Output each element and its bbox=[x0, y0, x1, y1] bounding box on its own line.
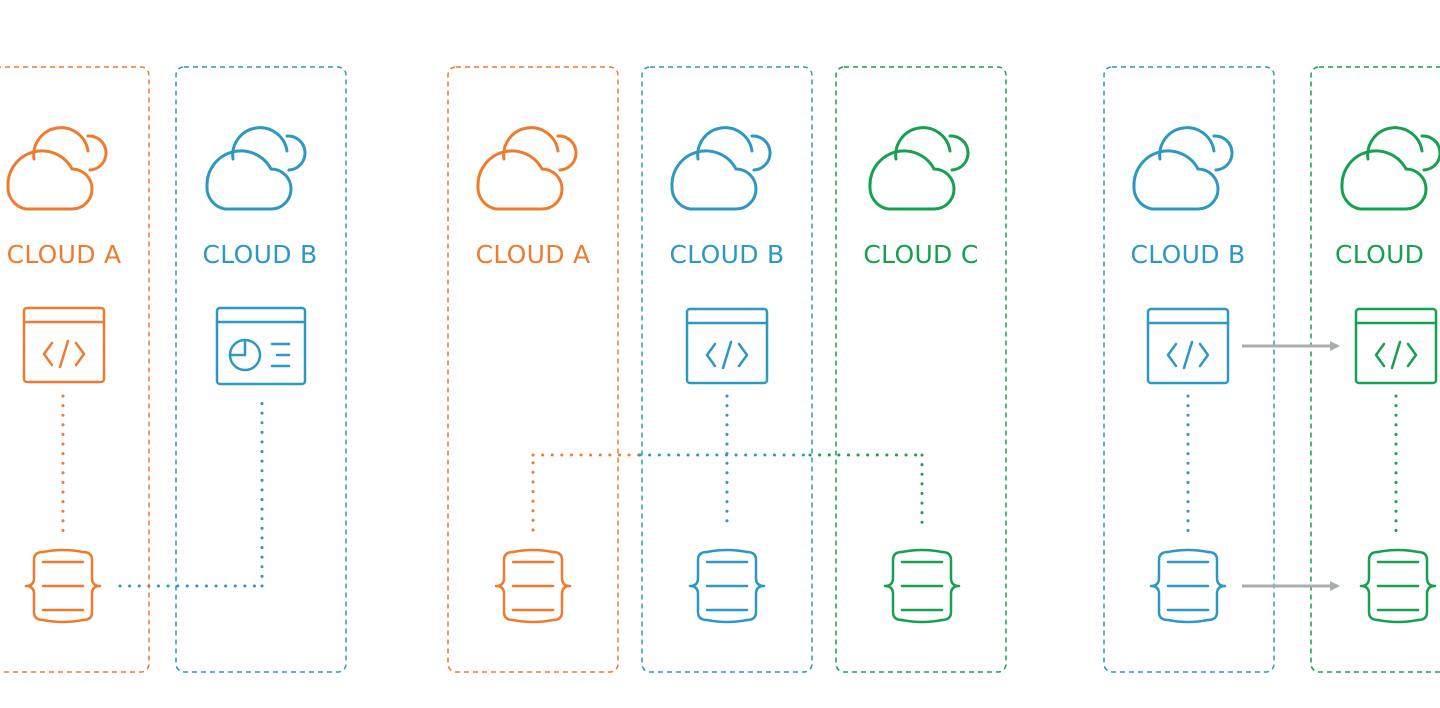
code-window-icon bbox=[685, 307, 769, 385]
cloud-label: CLOUD B bbox=[670, 240, 785, 269]
panel-1: CLOUD A CLOUD B bbox=[0, 66, 347, 673]
cloud-c-column: CLOUD C bbox=[835, 66, 1007, 673]
column-border bbox=[835, 66, 1007, 673]
database-icon bbox=[1359, 548, 1437, 624]
column-border bbox=[175, 66, 347, 673]
cloud-label: CLOUD C bbox=[863, 240, 978, 269]
database-icon bbox=[494, 548, 572, 624]
code-window-icon bbox=[22, 306, 106, 384]
cloud-icon bbox=[670, 126, 772, 211]
cloud-icon bbox=[205, 126, 307, 211]
database-icon bbox=[688, 548, 766, 624]
cloud-icon bbox=[1132, 126, 1234, 211]
column-border bbox=[1103, 66, 1275, 673]
cloud-c-column: CLOUD bbox=[1310, 66, 1440, 673]
cloud-label: CLOUD B bbox=[1131, 240, 1246, 269]
column-border bbox=[1310, 66, 1440, 673]
cloud-a-column: CLOUD A bbox=[447, 66, 619, 673]
connection-line bbox=[118, 394, 264, 588]
cloud-icon bbox=[476, 126, 578, 211]
cloud-label: CLOUD bbox=[1335, 240, 1424, 269]
panel-2: CLOUD A CLOUD B CLOUD C bbox=[447, 66, 1007, 673]
cloud-b-column: CLOUD B bbox=[175, 66, 347, 673]
cloud-icon bbox=[1340, 126, 1440, 211]
column-border bbox=[447, 66, 619, 673]
cloud-label: CLOUD A bbox=[7, 240, 122, 269]
dashboard-window-icon bbox=[215, 306, 307, 386]
cloud-label: CLOUD B bbox=[203, 240, 318, 269]
code-window-icon bbox=[1146, 307, 1230, 385]
cloud-icon bbox=[868, 126, 970, 211]
column-border bbox=[641, 66, 813, 673]
cloud-label: CLOUD A bbox=[476, 240, 591, 269]
code-window-icon bbox=[1354, 307, 1438, 385]
connection-line bbox=[808, 453, 924, 532]
database-icon bbox=[1149, 548, 1227, 624]
cloud-icon bbox=[6, 126, 108, 211]
column-border bbox=[0, 66, 150, 673]
cloud-b-column: CLOUD B bbox=[641, 66, 813, 673]
connection-line bbox=[638, 394, 812, 532]
panel-3: CLOUD B CLOUD bbox=[1103, 66, 1440, 673]
database-icon bbox=[883, 548, 961, 624]
cloud-b-column: CLOUD B bbox=[1103, 66, 1275, 673]
cloud-a-column: CLOUD A bbox=[0, 66, 150, 673]
database-icon bbox=[24, 548, 102, 624]
connection-line bbox=[531, 453, 642, 532]
